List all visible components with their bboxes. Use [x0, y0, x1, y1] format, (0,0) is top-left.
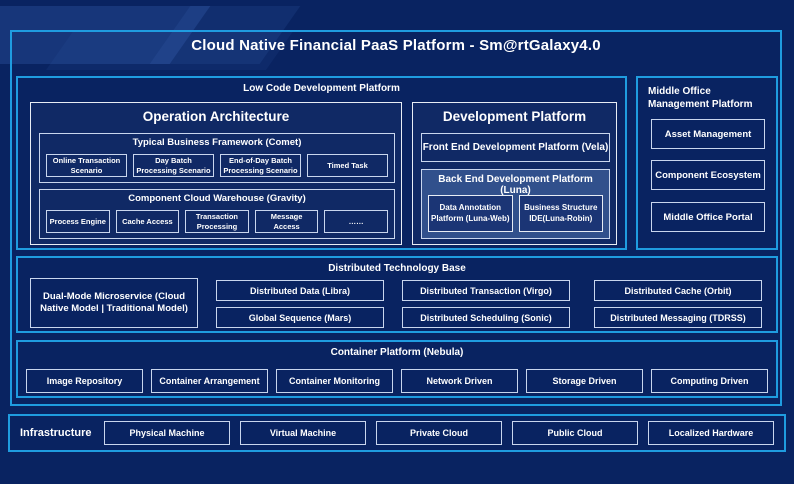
middle-office-portal-box: Middle Office Portal [651, 202, 765, 232]
main-frame [10, 30, 782, 406]
scenario-box: End-of-Day Batch Processing Scenario [220, 154, 301, 177]
low-code-development-platform-section: Low Code Development Platform Operation … [16, 76, 627, 250]
infrastructure-section: Infrastructure Physical Machine Virtual … [8, 414, 786, 452]
public-cloud-box: Public Cloud [512, 421, 638, 445]
development-platform-title: Development Platform [442, 109, 587, 124]
scenario-box: Timed Task [307, 154, 388, 177]
image-repository-box: Image Repository [26, 369, 143, 393]
component-box: …… [324, 210, 388, 233]
typical-business-framework-label: Typical Business Framework (Comet) [132, 137, 302, 148]
low-code-platform-label: Low Code Development Platform [243, 83, 400, 94]
distributed-data-box: Distributed Data (Libra) [216, 280, 384, 301]
component-cloud-warehouse-label: Component Cloud Warehouse (Gravity) [128, 193, 306, 204]
data-annotation-platform-box: Data Annotation Platform (Luna-Web) [428, 195, 513, 232]
global-sequence-box: Global Sequence (Mars) [216, 307, 384, 328]
container-platform-section: Container Platform (Nebula) Image Reposi… [16, 340, 778, 398]
distributed-technology-base-label: Distributed Technology Base [328, 263, 466, 274]
component-ecosystem-box: Component Ecosystem [651, 160, 765, 190]
container-platform-label: Container Platform (Nebula) [330, 347, 464, 358]
private-cloud-box: Private Cloud [376, 421, 502, 445]
container-monitoring-box: Container Monitoring [276, 369, 393, 393]
business-structure-ide-box: Business Structure IDE(Luna-Robin) [518, 195, 603, 232]
storage-driven-box: Storage Driven [526, 369, 643, 393]
asset-management-box: Asset Management [651, 119, 765, 149]
computing-driven-box: Computing Driven [651, 369, 768, 393]
typical-business-items-row: Online Transaction Scenario Day Batch Pr… [46, 154, 388, 177]
virtual-machine-box: Virtual Machine [240, 421, 366, 445]
back-end-items-row: Data Annotation Platform (Luna-Web) Busi… [428, 195, 603, 232]
component-box: Message Access [254, 210, 319, 233]
distributed-transaction-box: Distributed Transaction (Virgo) [402, 280, 570, 301]
development-platform-section: Development Platform Front End Developme… [412, 102, 617, 245]
container-arrangement-box: Container Arrangement [151, 369, 268, 393]
component-box: Cache Access [115, 210, 180, 233]
scenario-box: Online Transaction Scenario [46, 154, 127, 177]
front-end-platform-box: Front End Development Platform (Vela) [421, 133, 610, 162]
distributed-messaging-box: Distributed Messaging (TDRSS) [594, 307, 762, 328]
scenario-box: Day Batch Processing Scenario [133, 154, 214, 177]
localized-hardware-box: Localized Hardware [648, 421, 774, 445]
distributed-cache-box: Distributed Cache (Orbit) [594, 280, 762, 301]
component-cloud-items-row: Process Engine Cache Access Transaction … [46, 210, 388, 233]
dual-mode-microservice-box: Dual-Mode Microservice (Cloud Native Mod… [30, 278, 198, 328]
distributed-technology-base-section: Distributed Technology Base Dual-Mode Mi… [16, 256, 778, 333]
component-box: Process Engine [46, 210, 110, 233]
network-driven-box: Network Driven [401, 369, 518, 393]
back-end-platform-label: Back End Development Platform (Luna) [438, 174, 593, 196]
operation-architecture-section: Operation Architecture Typical Business … [30, 102, 402, 245]
container-platform-items-row: Image Repository Container Arrangement C… [26, 369, 768, 393]
infrastructure-label: Infrastructure [20, 427, 92, 439]
operation-architecture-title: Operation Architecture [142, 109, 290, 124]
middle-office-label: Middle Office Management Platform [648, 86, 753, 110]
component-cloud-warehouse-section: Component Cloud Warehouse (Gravity) Proc… [39, 189, 395, 239]
distributed-scheduling-box: Distributed Scheduling (Sonic) [402, 307, 570, 328]
typical-business-framework-section: Typical Business Framework (Comet) Onlin… [39, 133, 395, 183]
component-box: Transaction Processing [185, 210, 249, 233]
physical-machine-box: Physical Machine [104, 421, 230, 445]
middle-office-management-section: Middle Office Management Platform Asset … [636, 76, 778, 250]
back-end-platform-section: Back End Development Platform (Luna) Dat… [421, 169, 610, 239]
page-title: Cloud Native Financial PaaS Platform - S… [191, 37, 601, 54]
